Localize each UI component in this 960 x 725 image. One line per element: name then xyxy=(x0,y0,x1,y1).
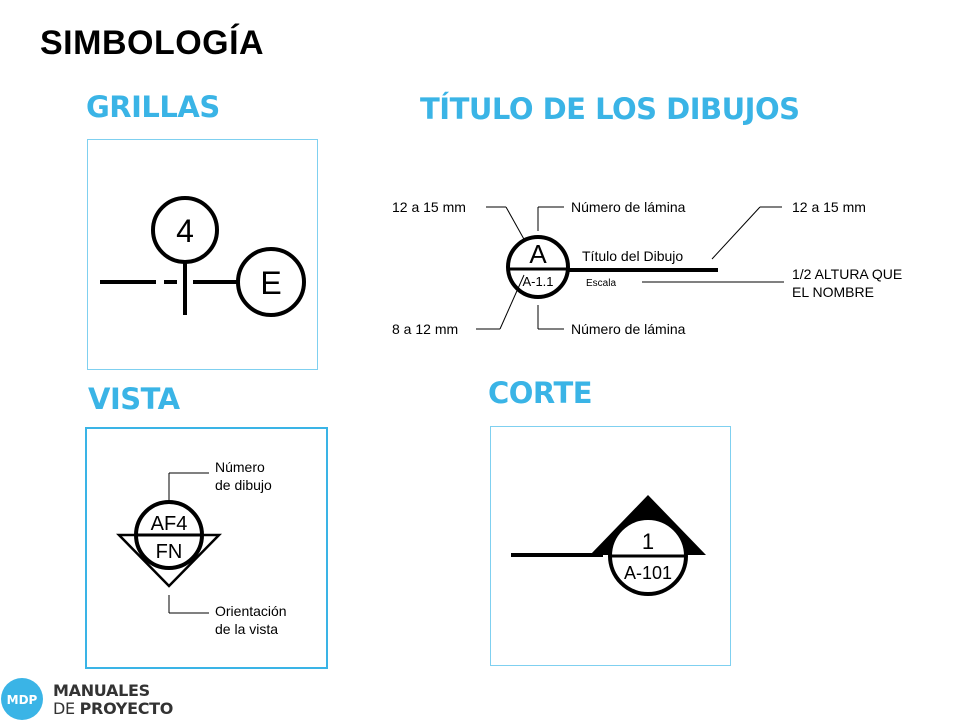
title-bubble xyxy=(506,235,570,299)
top-right-leader-diag xyxy=(711,206,761,260)
section-symbol-diagram: 1 A-101 xyxy=(511,495,706,596)
logo-badge-text: MDP xyxy=(7,693,38,707)
corte-panel: 1 A-101 xyxy=(490,426,731,666)
logo-line-2-main: PROYECTO xyxy=(79,699,174,718)
scale-label: Escala xyxy=(586,278,616,289)
sheet-bottom-label: Número de lámina xyxy=(571,321,686,337)
logo-line-2: DE PROYECTO xyxy=(53,701,173,717)
view-orient-label-2: de la vista xyxy=(215,621,278,637)
logo-line-1: MANUALES xyxy=(53,681,150,700)
section-number-text: 1 xyxy=(642,529,654,554)
grid-symbol-diagram: 4 E xyxy=(100,196,306,317)
logo-line-2-prefix: DE xyxy=(53,699,80,718)
view-code-text: AF4 xyxy=(151,513,188,535)
grillas-heading: GRILLAS xyxy=(86,90,220,124)
logo-badge-circle xyxy=(1,678,43,720)
view-symbol-diagram: AF4 FN Número de dibujo Orientación de l… xyxy=(116,459,287,637)
grid-letter-text: E xyxy=(260,265,281,301)
title-bubble-sheet: A-1.1 xyxy=(522,274,553,289)
view-orient-label-1: Orientación xyxy=(215,603,287,619)
logo-badge: MDP xyxy=(0,677,46,720)
drawing-title-label: Título del Dibujo xyxy=(582,248,683,264)
vista-panel: AF4 FN Número de dibujo Orientación de l… xyxy=(85,427,328,669)
page-title: SIMBOLOGÍA xyxy=(40,24,265,62)
grid-number-text: 4 xyxy=(176,213,194,249)
half-height-label-1: 1/2 ALTURA QUE xyxy=(792,266,902,282)
drawing-title-diagram: A A-1.1 Título del Dibujo Escala 1/2 ALT… xyxy=(392,199,902,337)
logo-badge-shape: MDP xyxy=(1,678,43,720)
view-number-label-2: de dibujo xyxy=(215,477,272,493)
view-number-label-1: Número xyxy=(215,459,265,475)
titulo-heading: TÍTULO DE LOS DIBUJOS xyxy=(420,92,800,126)
grillas-panel: 4 E xyxy=(87,139,318,370)
half-height-label-2: EL NOMBRE xyxy=(792,284,874,300)
bottom-left-size-label: 8 a 12 mm xyxy=(392,321,458,337)
bottom-left-leader-diag xyxy=(499,274,525,330)
corte-heading: CORTE xyxy=(488,376,593,410)
grid-bubble-letter xyxy=(236,247,306,317)
title-bubble-letter: A xyxy=(529,239,547,269)
section-sheet-text: A-101 xyxy=(624,563,672,583)
view-sub-text: FN xyxy=(156,541,183,563)
top-right-size-label: 12 a 15 mm xyxy=(792,199,866,215)
vista-heading: VISTA xyxy=(88,382,180,416)
sheet-top-label: Número de lámina xyxy=(571,199,686,215)
top-left-leader-diag xyxy=(505,206,526,242)
top-left-size-label: 12 a 15 mm xyxy=(392,199,466,215)
